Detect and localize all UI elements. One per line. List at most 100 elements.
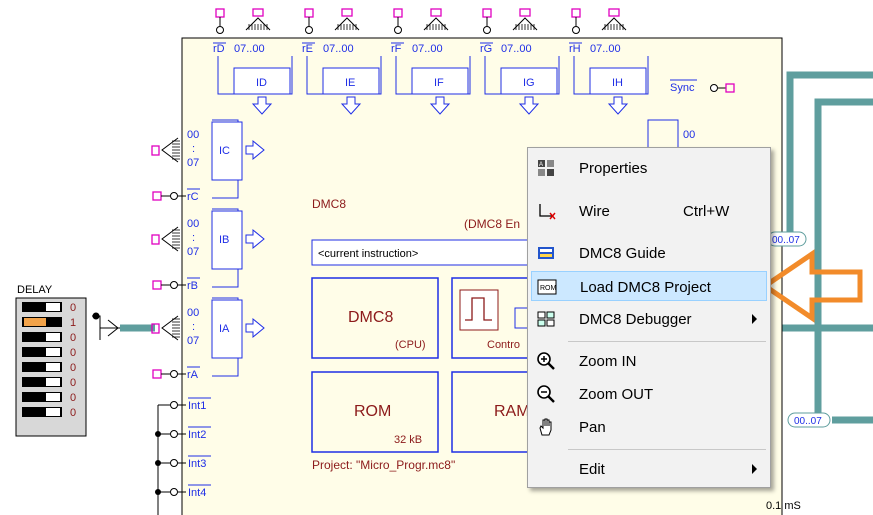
delay-bit[interactable]: 0 bbox=[22, 347, 76, 359]
debugger-icon bbox=[537, 311, 555, 327]
control-icon bbox=[459, 289, 499, 331]
sync-port: Sync bbox=[670, 79, 735, 94]
delay-bit-value: 0 bbox=[70, 392, 76, 404]
menu-item-pan[interactable]: Pan bbox=[531, 412, 767, 442]
delay-bit-value: 0 bbox=[70, 362, 76, 374]
svg-text:00: 00 bbox=[187, 129, 199, 141]
current-instruction-box bbox=[311, 239, 533, 266]
svg-text:07: 07 bbox=[187, 246, 199, 258]
rom-label: ROM bbox=[354, 403, 391, 420]
timestamp: 0.1 mS bbox=[766, 500, 801, 512]
menu-separator bbox=[568, 449, 766, 450]
interrupt-label: Int4 bbox=[188, 487, 206, 499]
delay-bit-value: 0 bbox=[70, 332, 76, 344]
register-IE: IE bbox=[345, 77, 355, 89]
port-name-rD: rD bbox=[213, 43, 225, 55]
menu-item-zoom-in[interactable]: Zoom IN bbox=[531, 346, 767, 376]
interrupt-label: Int3 bbox=[188, 458, 206, 470]
delay-rows: 0 1 0 0 0 0 0 0 bbox=[22, 302, 76, 419]
menu-item-dmc8-guide[interactable]: DMC8 Guide bbox=[531, 238, 767, 268]
bus-lines bbox=[120, 71, 873, 424]
bus-label-2: 00..07 bbox=[787, 412, 831, 428]
interrupt-Int1: Int1 bbox=[158, 397, 211, 412]
pan-icon bbox=[539, 418, 552, 436]
submenu-arrow-icon bbox=[752, 464, 757, 474]
cpu-label: DMC8 bbox=[348, 309, 393, 326]
svg-text::: : bbox=[192, 321, 195, 333]
delay-bit[interactable]: 0 bbox=[22, 392, 76, 404]
delay-output bbox=[92, 315, 120, 340]
port-name-rG: rG bbox=[480, 43, 492, 55]
delay-bit[interactable]: 0 bbox=[22, 377, 76, 389]
svg-text:00: 00 bbox=[187, 218, 199, 230]
register-IA: IA bbox=[219, 323, 230, 335]
control-label: Contro bbox=[487, 339, 520, 351]
delay-bit[interactable]: 1 bbox=[22, 317, 76, 329]
register-ID: ID bbox=[256, 77, 267, 89]
rom-size: 32 kB bbox=[394, 434, 422, 446]
rom-block bbox=[311, 371, 439, 453]
interrupt-label: Int1 bbox=[188, 400, 206, 412]
svg-text::: : bbox=[192, 232, 195, 244]
svg-text:A: A bbox=[539, 162, 543, 168]
svg-text::: : bbox=[192, 143, 195, 155]
svg-text:07: 07 bbox=[187, 335, 199, 347]
port-name-rF: rF bbox=[391, 43, 402, 55]
context-menu: A Properties Wire Ctrl+W DMC8 Guide ROM … bbox=[527, 147, 771, 488]
submenu-arrow-icon bbox=[752, 314, 757, 324]
menu-item-zoom-out[interactable]: Zoom OUT bbox=[531, 379, 767, 409]
bus-label-1: 00..07 bbox=[767, 231, 807, 247]
port-name-rA: rA bbox=[187, 369, 199, 381]
rom-icon: ROM bbox=[537, 279, 557, 295]
delay-bit-value: 0 bbox=[70, 407, 76, 419]
ram-label: RAM bbox=[494, 403, 530, 420]
svg-text:00: 00 bbox=[187, 307, 199, 319]
left-port-IB: 00: 07 IB rB bbox=[151, 208, 265, 292]
project-name: Project: "Micro_Progr.mc8" bbox=[312, 458, 455, 472]
menu-item-dmc8-debugger[interactable]: DMC8 Debugger bbox=[531, 304, 767, 334]
interrupt-label: Int2 bbox=[188, 429, 206, 441]
left-port-IA: 00: 07 IA rA bbox=[151, 297, 265, 381]
port-name-rH: rH bbox=[569, 43, 581, 55]
output-bit-label: 00 bbox=[683, 129, 695, 141]
menu-separator bbox=[568, 341, 766, 342]
annotation-arrow bbox=[760, 249, 863, 323]
properties-icon: A bbox=[538, 160, 554, 176]
cpu-sub: (CPU) bbox=[395, 339, 426, 351]
delay-bit[interactable]: 0 bbox=[22, 332, 76, 344]
menu-item-properties[interactable]: A Properties bbox=[531, 153, 767, 183]
menu-item-load-dmc8-project[interactable]: ROM Load DMC8 Project bbox=[531, 271, 767, 301]
port-bits: 07..00 bbox=[323, 43, 354, 55]
delay-bit[interactable]: 0 bbox=[22, 302, 76, 314]
delay-bit-value: 0 bbox=[70, 302, 76, 314]
register-IG: IG bbox=[523, 77, 535, 89]
delay-bit[interactable]: 0 bbox=[22, 362, 76, 374]
menu-item-edit[interactable]: Edit bbox=[531, 454, 767, 484]
interrupt-Int2: Int2 bbox=[155, 426, 211, 441]
register-IC: IC bbox=[219, 145, 230, 157]
delay-bit-value: 0 bbox=[70, 347, 76, 359]
register-IB: IB bbox=[219, 234, 229, 246]
menu-item-wire[interactable]: Wire Ctrl+W bbox=[531, 196, 767, 226]
port-name-rB: rB bbox=[187, 280, 198, 292]
interrupt-Int3: Int3 bbox=[155, 455, 211, 470]
svg-text:ROM: ROM bbox=[540, 285, 557, 292]
wire-icon bbox=[539, 204, 556, 220]
port-bits: 07..00 bbox=[501, 43, 532, 55]
svg-text:00..07: 00..07 bbox=[794, 416, 822, 427]
cpu-block bbox=[311, 277, 439, 359]
sync-label: Sync bbox=[670, 82, 695, 94]
delay-bit[interactable]: 0 bbox=[22, 407, 76, 419]
port-name-rE: rE bbox=[302, 43, 313, 55]
port-name-rC: rC bbox=[187, 191, 199, 203]
guide-icon bbox=[538, 247, 554, 259]
delay-label: DELAY bbox=[17, 284, 53, 296]
